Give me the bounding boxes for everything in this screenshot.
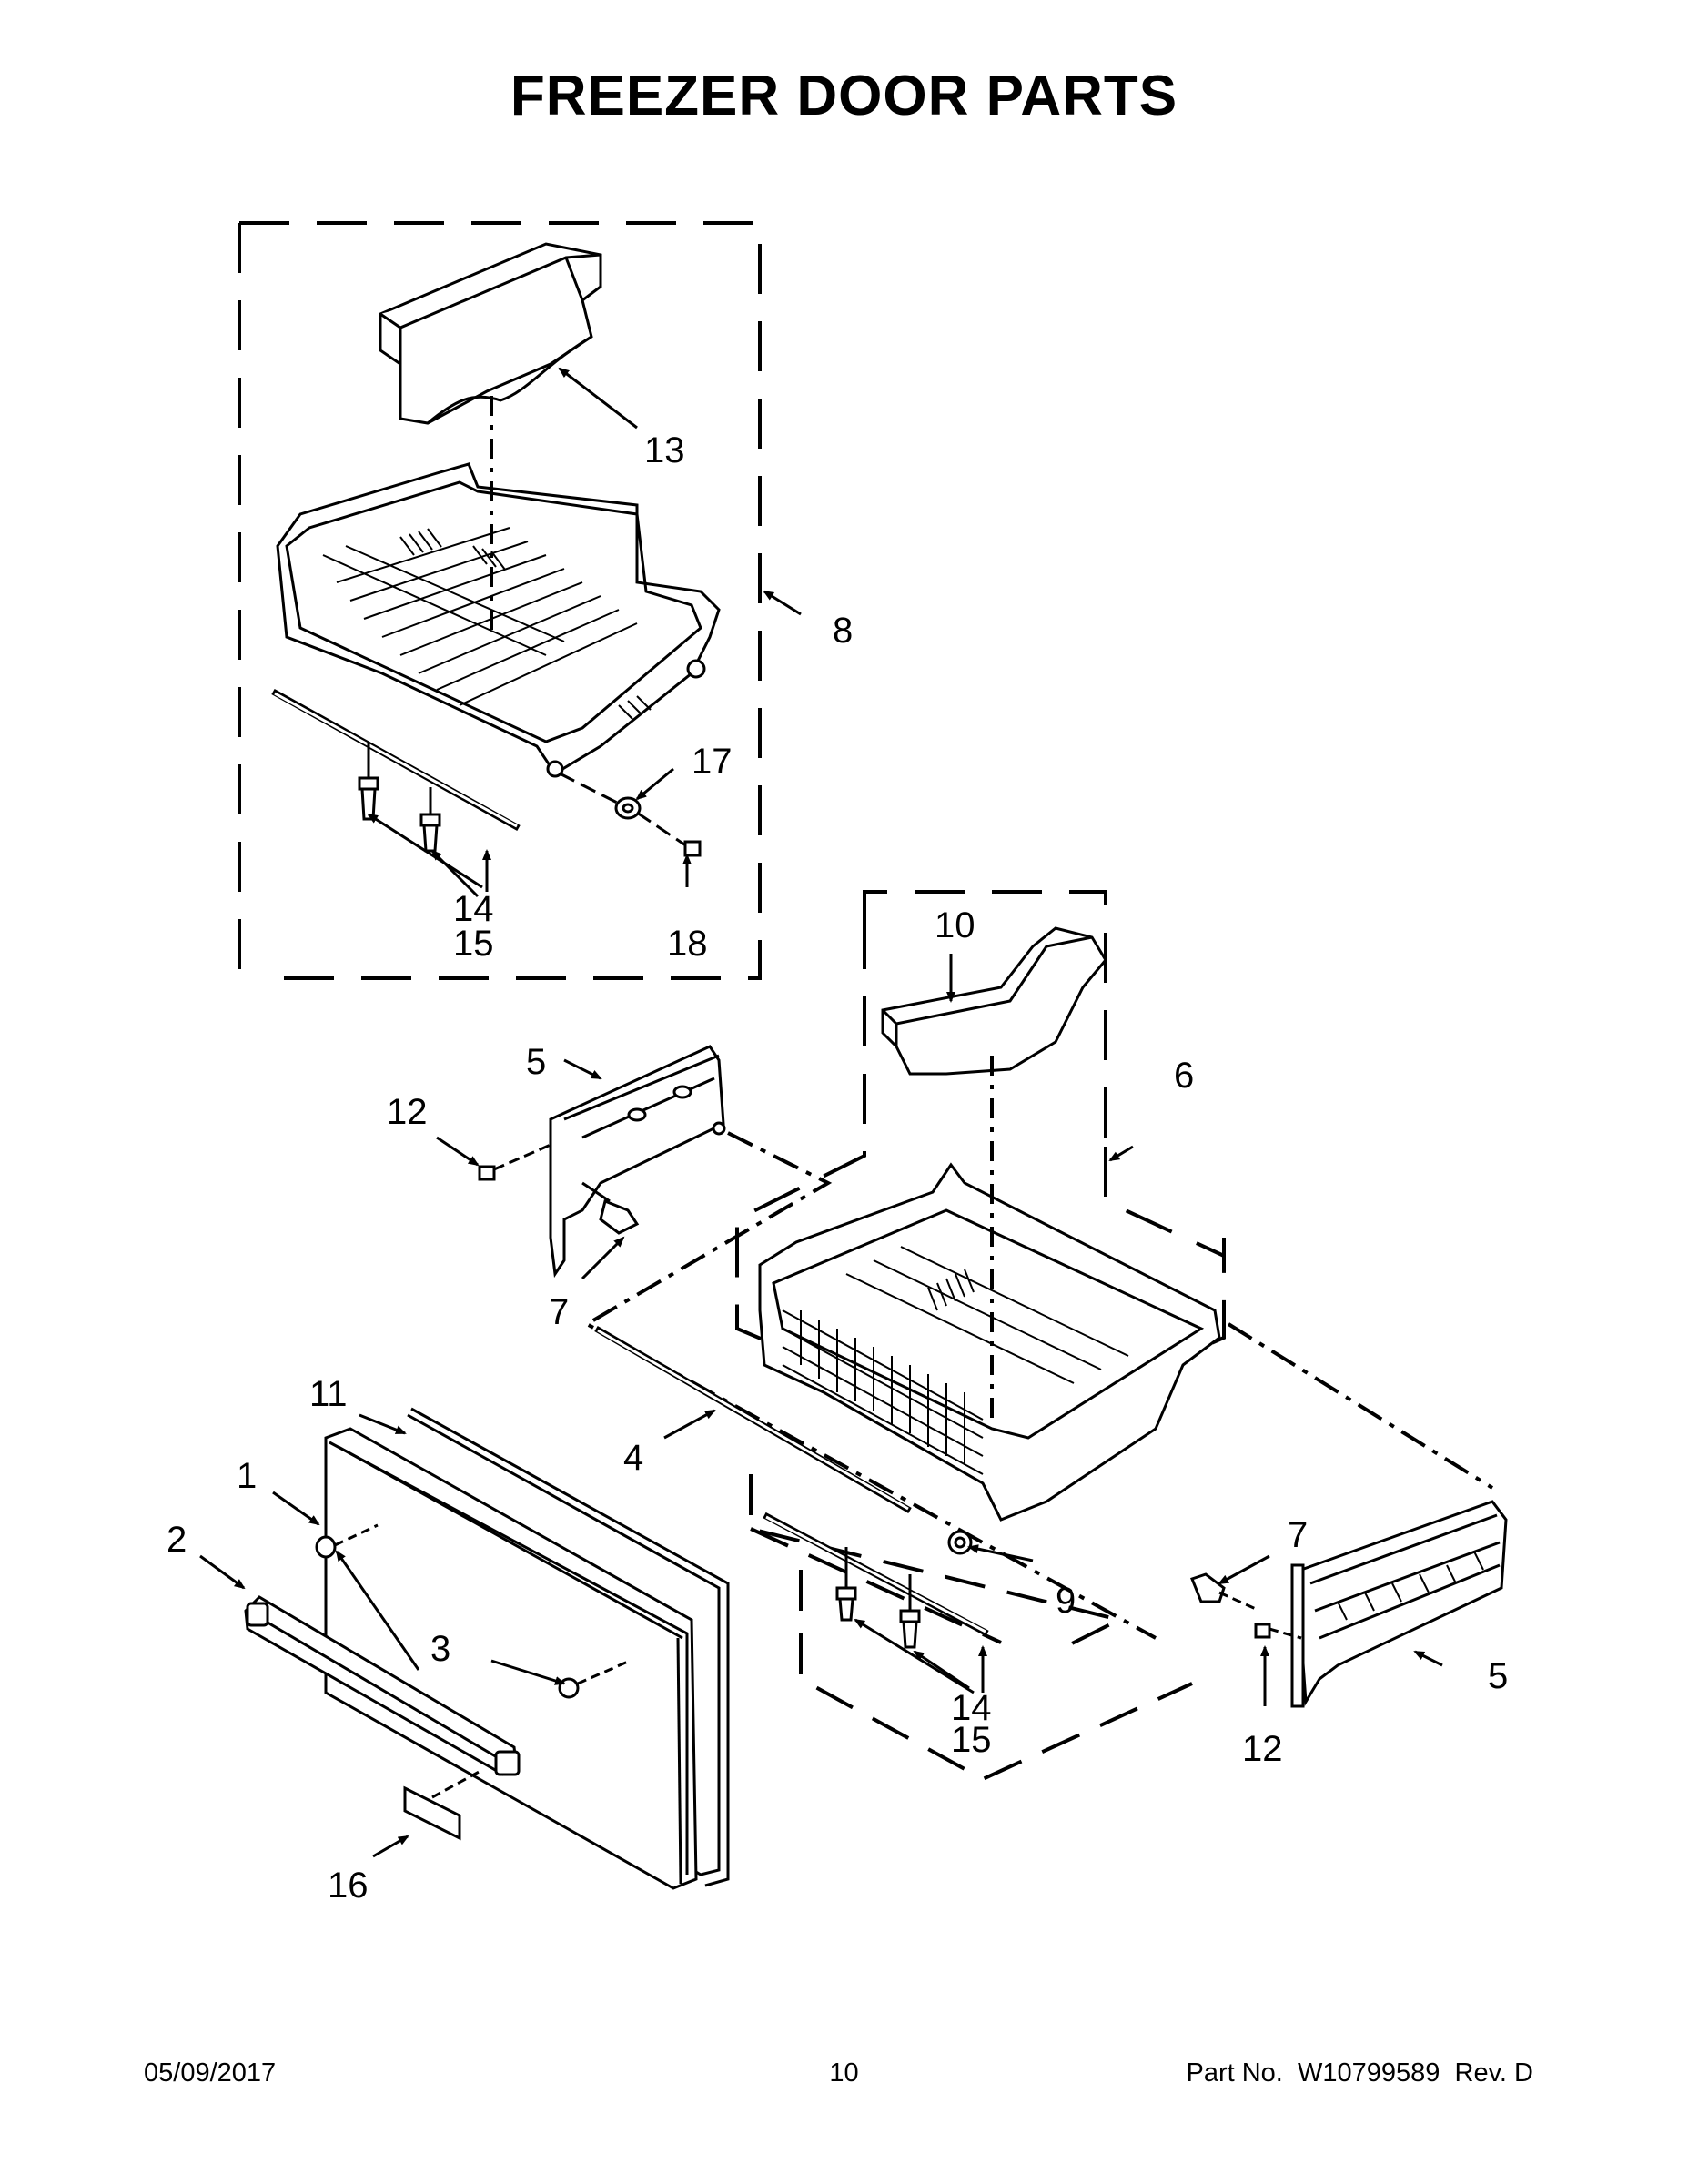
- leader-arrows: [199, 367, 1443, 1858]
- left-clip: [478, 1143, 551, 1181]
- door-badge: [403, 1768, 483, 1841]
- left-slide-rail: [549, 1045, 726, 1279]
- callout-15b: 15: [951, 1720, 992, 1760]
- callout-17: 17: [692, 742, 733, 782]
- callout-1: 1: [237, 1456, 257, 1496]
- right-clip: [1254, 1623, 1302, 1640]
- callout-7b: 7: [1288, 1515, 1308, 1555]
- lower-trim-group-box: [749, 1474, 1193, 1782]
- footer-date: 05/09/2017: [144, 2058, 277, 2088]
- right-rail-screw: [1190, 1572, 1257, 1611]
- footer-page-number: 10: [829, 2058, 859, 2088]
- callout-10: 10: [935, 905, 975, 945]
- callout-5b: 5: [1488, 1656, 1508, 1696]
- page-title: FREEZER DOOR PARTS: [510, 65, 1178, 127]
- upper-basket-group-box: [238, 221, 762, 980]
- callout-9: 9: [1056, 1581, 1076, 1621]
- callout-4: 4: [623, 1438, 643, 1478]
- rail-guide-lines: [582, 1131, 1494, 1640]
- callout-labels: 13 8 17 14 15 18 10 6 5 12 7 11 1 4 2 7 …: [167, 430, 1508, 1906]
- callout-8: 8: [833, 611, 853, 651]
- lower-nut: [947, 1530, 973, 1555]
- callout-5a: 5: [526, 1042, 546, 1082]
- callout-14b: 14: [951, 1688, 992, 1728]
- callout-2: 2: [167, 1520, 187, 1560]
- freezer-door: [324, 1407, 730, 1890]
- callout-14a: 14: [453, 889, 494, 929]
- lower-basket-group-box: [735, 890, 1226, 1441]
- footer-part-number: W10799589: [1297, 2058, 1440, 2088]
- upper-basket: [276, 462, 721, 778]
- callout-3: 3: [430, 1629, 450, 1669]
- lower-basket: [758, 1162, 1221, 1522]
- callout-15a: 15: [453, 924, 494, 964]
- callout-7a: 7: [549, 1292, 569, 1332]
- callout-6: 6: [1174, 1056, 1194, 1096]
- footer-part-prefix: Part No.: [1186, 2058, 1283, 2088]
- footer-revision: Rev. D: [1454, 2058, 1533, 2088]
- handle-screws: [315, 1523, 629, 1699]
- lower-screws: [835, 1547, 921, 1649]
- upper-small-bin: [379, 242, 602, 425]
- callout-16: 16: [328, 1866, 369, 1906]
- callout-12b: 12: [1242, 1729, 1283, 1769]
- left-rail-screw: [581, 1181, 640, 1235]
- callout-13: 13: [644, 430, 685, 470]
- right-slide-rail: [1290, 1500, 1508, 1708]
- upper-hardware: [559, 772, 702, 857]
- callout-18: 18: [667, 924, 708, 964]
- lower-small-bin: [881, 926, 1107, 1076]
- footer-part-info: Part No. W10799589 Rev. D: [1186, 2058, 1533, 2088]
- door-handle: [244, 1595, 521, 1776]
- callout-12a: 12: [387, 1092, 428, 1132]
- callout-11: 11: [309, 1374, 348, 1414]
